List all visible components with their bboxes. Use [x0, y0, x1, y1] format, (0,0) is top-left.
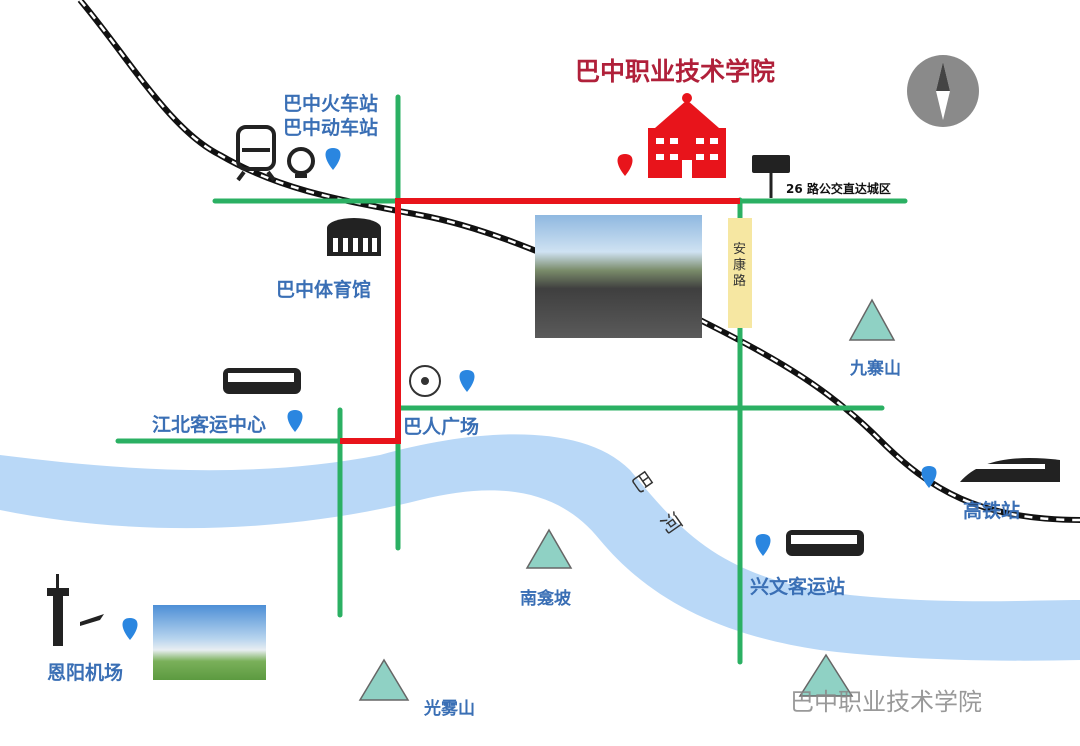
airport-photo [153, 605, 266, 680]
label-nankan: 南龛坡 [520, 589, 571, 609]
high-speed-train-icon [960, 457, 1060, 482]
mountain-icons [358, 298, 896, 701]
route-to-campus [340, 198, 740, 444]
compass-icon [907, 55, 979, 127]
bus-icon [786, 530, 864, 556]
ankang-road-highlight [728, 218, 752, 328]
label-jiangbei: 江北客运中心 [152, 414, 267, 436]
label-ankang-road: 安康路 [733, 242, 747, 289]
label-xingwen: 兴文客运站 [750, 576, 846, 598]
river [0, 434, 1080, 661]
page-title: 巴中职业技术学院 [575, 57, 776, 86]
label-baren-square: 巴人广场 [403, 416, 480, 438]
stadium-icon [327, 218, 381, 256]
rail-logo-icon [287, 147, 315, 178]
label-bus-route: 26 路公交直达城区 [786, 182, 891, 196]
school-building-icon [648, 93, 726, 178]
label-jiuzhai: 九寨山 [850, 359, 901, 379]
label-emu-station: 巴中动车站 [283, 117, 379, 139]
watermark: 巴中职业技术学院 [790, 688, 982, 716]
train-icon [236, 125, 276, 182]
location-pins [122, 148, 937, 640]
label-guangwu: 光雾山 [424, 699, 475, 719]
label-high-speed-station: 高铁站 [963, 500, 1021, 522]
bus-icon [223, 368, 301, 394]
label-airport: 恩阳机场 [47, 662, 124, 684]
control-tower-icon [47, 574, 104, 646]
label-stadium: 巴中体育馆 [276, 279, 372, 301]
target-icon [409, 365, 441, 397]
label-train-station: 巴中火车站 [283, 93, 379, 115]
campus-gate-photo [535, 215, 702, 338]
bus-stop-sign-icon [752, 155, 790, 198]
